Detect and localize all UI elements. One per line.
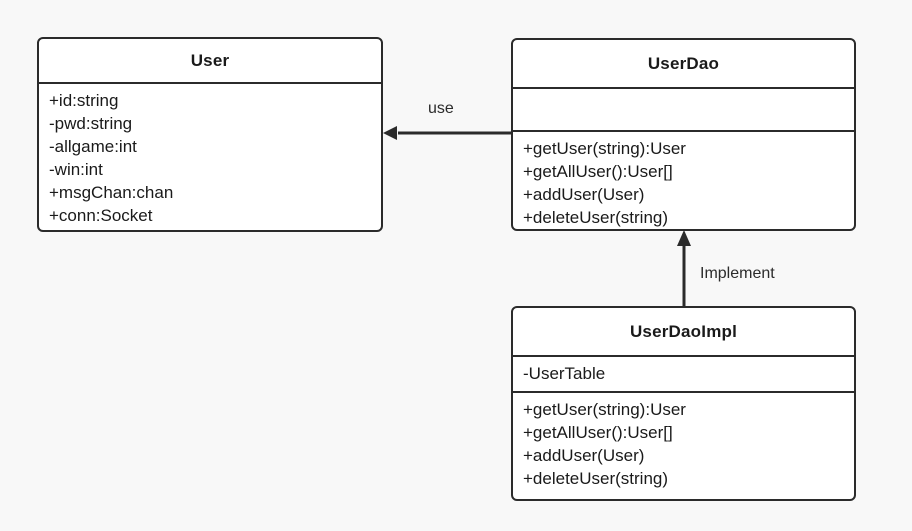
class-member: -pwd:string — [49, 114, 133, 133]
class-member: -win:int — [49, 160, 103, 179]
class-member: +getAllUser():User[] — [523, 423, 673, 442]
uml-class-user[interactable]: User +id:string -pwd:string -allgame:int… — [37, 37, 383, 232]
class-methods-userdao: +getUser(string):User +getAllUser():User… — [513, 130, 854, 229]
class-member: +addUser(User) — [523, 185, 645, 204]
class-title-userdao: UserDao — [647, 53, 720, 73]
relationship-label-use: use — [428, 100, 454, 117]
class-attributes-user: +id:string -pwd:string -allgame:int -win… — [39, 82, 381, 230]
class-member: +deleteUser(string) — [523, 469, 669, 488]
class-attributes-userdaoimpl: -UserTable — [513, 355, 854, 391]
class-member: -UserTable — [523, 364, 606, 383]
class-member: -allgame:int — [49, 137, 137, 156]
uml-class-userdao[interactable]: UserDao +getUser(string):User +getAllUse… — [511, 38, 856, 231]
class-member: +addUser(User) — [523, 446, 645, 465]
class-member: +msgChan:chan — [49, 183, 174, 202]
class-member: +getUser(string):User — [523, 139, 686, 158]
class-attributes-userdao — [513, 87, 854, 130]
class-member: +getAllUser():User[] — [523, 162, 673, 181]
class-member: +id:string — [49, 91, 119, 110]
relationship-implement — [677, 230, 691, 306]
relationship-label-implement: Implement — [700, 265, 775, 282]
class-member: +getUser(string):User — [523, 400, 686, 419]
class-member: +conn:Socket — [49, 206, 153, 225]
class-member: +deleteUser(string) — [523, 208, 669, 227]
uml-class-userdaoimpl[interactable]: UserDaoImpl -UserTable +getUser(string):… — [511, 306, 856, 501]
relationship-use — [383, 126, 511, 140]
class-title-userdaoimpl: UserDaoImpl — [629, 321, 738, 341]
class-methods-userdaoimpl: +getUser(string):User +getAllUser():User… — [513, 391, 854, 496]
class-title-user: User — [190, 50, 230, 70]
